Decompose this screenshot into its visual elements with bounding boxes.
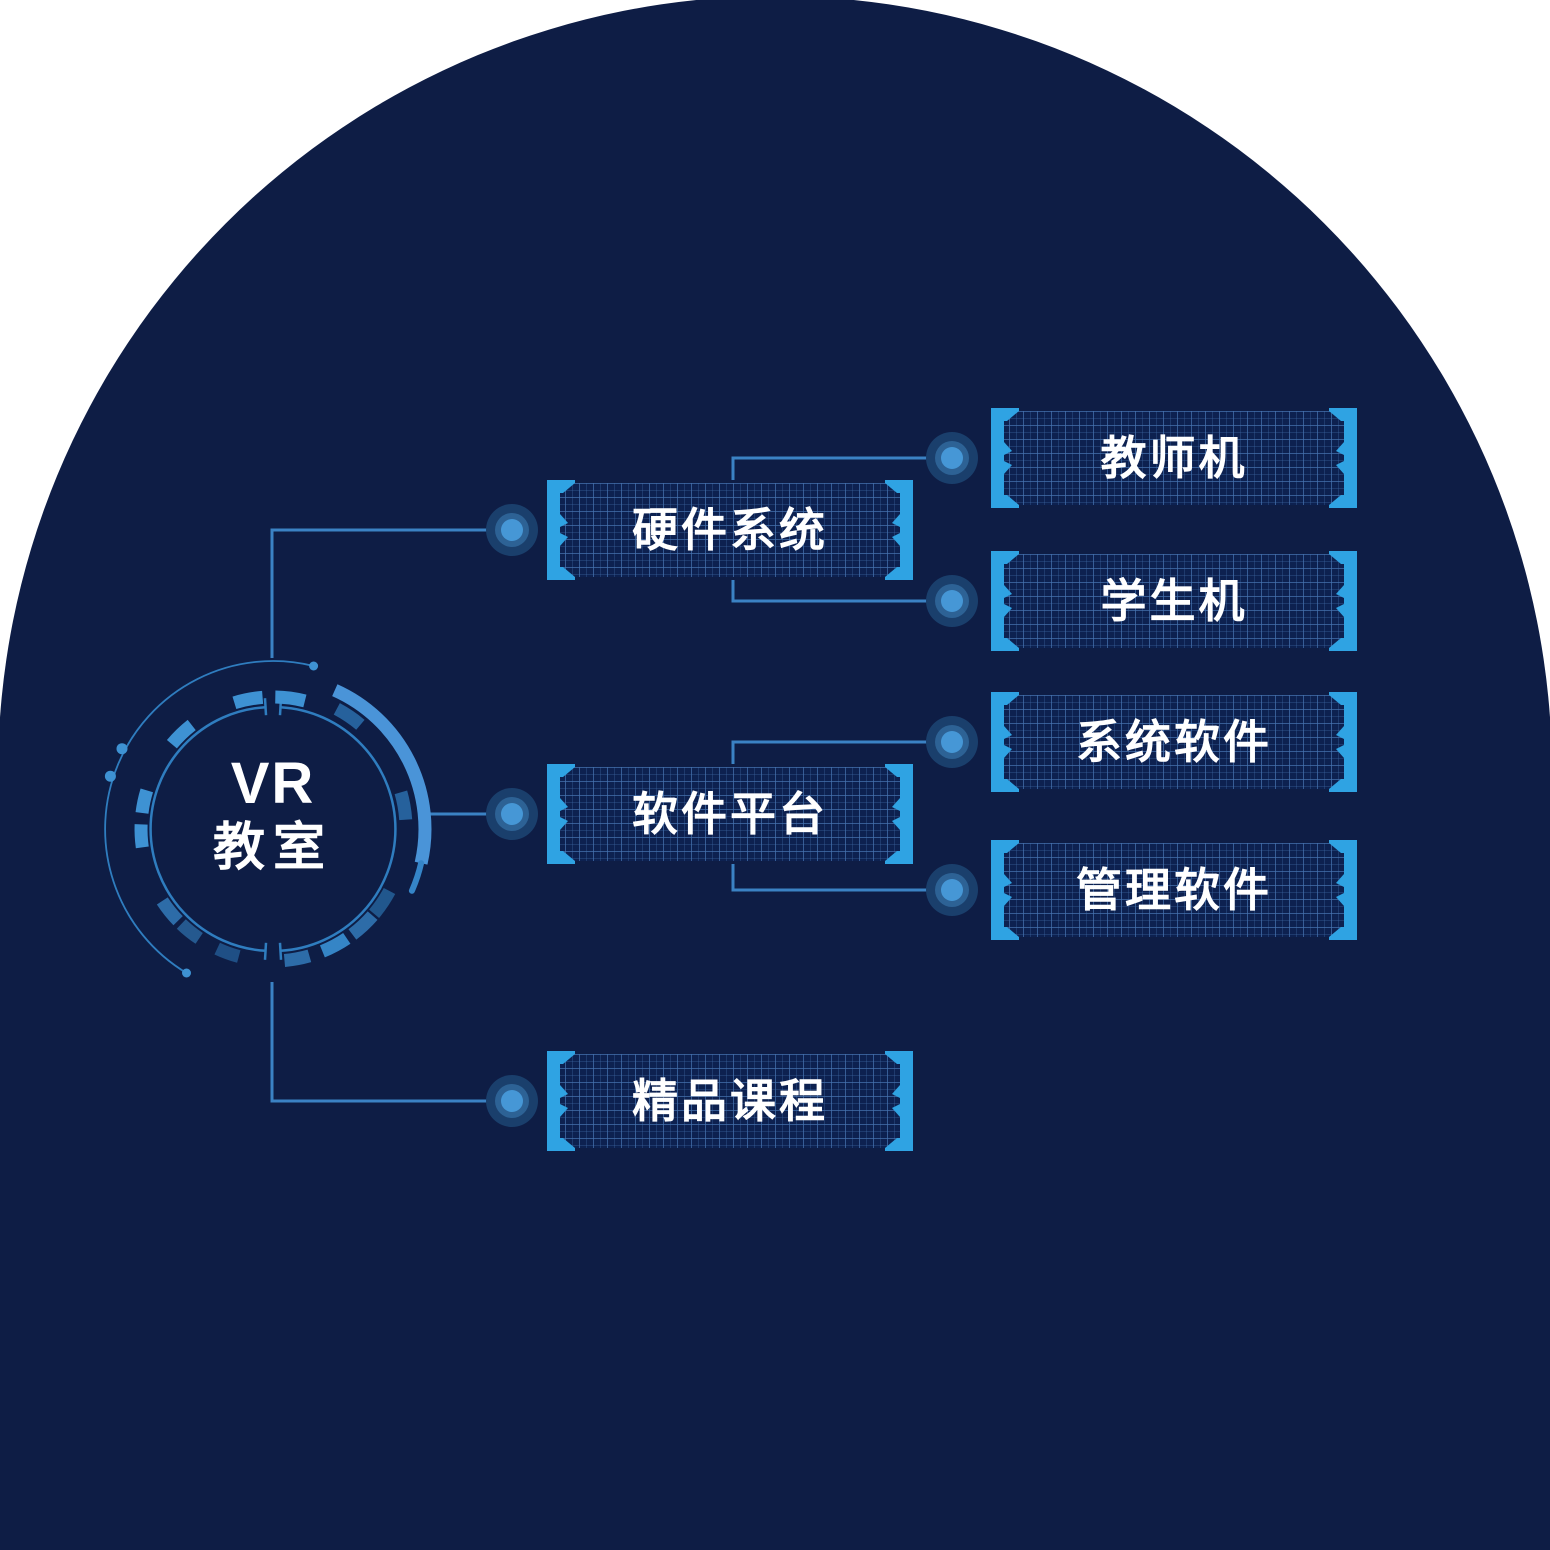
thin-arc-dot <box>116 743 128 755</box>
connector-dot <box>926 864 978 916</box>
node-label: 硬件系统 <box>632 504 828 556</box>
thin-arc-dot <box>309 661 319 671</box>
root-label-line1: VR <box>230 751 316 816</box>
connector-dot <box>926 432 978 484</box>
node-software-platform: 软件平台 <box>547 764 913 864</box>
bracket-frame <box>991 408 1357 508</box>
bracket-frame <box>547 764 913 864</box>
connector-line-system-software <box>731 740 952 764</box>
node-label: 教师机 <box>1100 432 1248 484</box>
connector-line-student-machine <box>731 580 952 603</box>
root-node-decorations <box>104 660 432 978</box>
bracket-frame <box>547 480 913 580</box>
connector-line-management-software <box>731 864 952 892</box>
node-hardware-system: 硬件系统 <box>547 480 913 580</box>
connector-dot <box>926 716 978 768</box>
node-management-software: 管理软件 <box>991 840 1357 940</box>
node-grid-fill <box>995 411 1353 505</box>
connector-dot <box>926 575 978 627</box>
node-label: 管理软件 <box>1076 864 1272 916</box>
connector-line-courses <box>270 982 512 1103</box>
node-label: 软件平台 <box>632 788 828 840</box>
connector-lines <box>270 456 952 1103</box>
connector-dot <box>486 788 538 840</box>
node-teacher-machine: 教师机 <box>991 408 1357 508</box>
node-grid-fill <box>995 843 1353 937</box>
node-label: 精品课程 <box>632 1075 828 1127</box>
dash-ring <box>134 690 413 967</box>
node-premium-courses: 精品课程 <box>547 1051 913 1151</box>
bracket-frame <box>547 1051 913 1151</box>
node-grid-fill <box>551 767 909 861</box>
connector-dots <box>486 432 978 1127</box>
node-grid-fill <box>551 1054 909 1148</box>
connector-dot <box>486 504 538 556</box>
node-label: 系统软件 <box>1076 716 1272 768</box>
root-node-vr-classroom: VR 教室 <box>148 752 398 880</box>
node-student-machine: 学生机 <box>991 551 1357 651</box>
bracket-frame <box>991 692 1357 792</box>
connector-line-hardware <box>270 528 512 658</box>
node-grid-fill <box>995 695 1353 789</box>
thick-arc <box>332 684 432 894</box>
node-label: 学生机 <box>1100 575 1248 627</box>
thin-arc-dot <box>182 968 191 978</box>
connector-dot <box>486 1075 538 1127</box>
connector-line-teacher-machine <box>731 456 952 480</box>
bracket-frame <box>991 551 1357 651</box>
bracket-frame <box>991 840 1357 940</box>
root-label-line2: 教室 <box>212 819 333 877</box>
thin-arc-dot <box>104 770 116 782</box>
node-grid-fill <box>551 483 909 577</box>
node-system-software: 系统软件 <box>991 692 1357 792</box>
node-grid-fill <box>995 554 1353 648</box>
thin-arc <box>104 660 319 978</box>
